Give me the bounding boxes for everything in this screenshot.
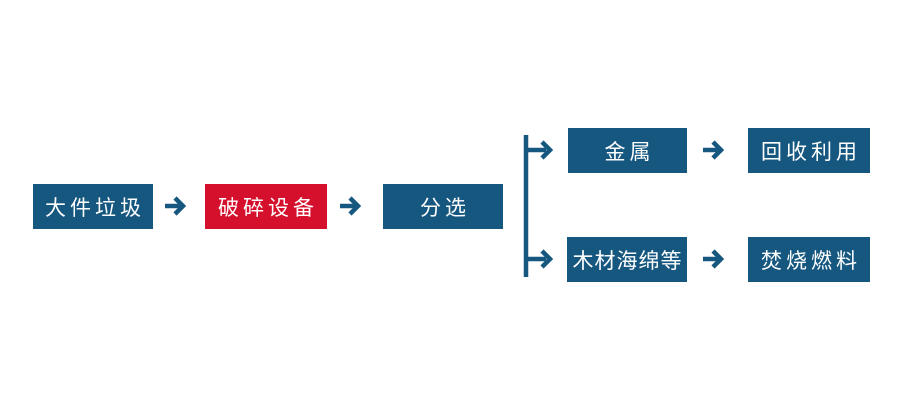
- node-sorting-label: 分选: [420, 196, 470, 220]
- node-crushing-equipment-label: 破碎设备: [218, 196, 318, 220]
- node-incineration-fuel-label: 焚烧燃料: [761, 249, 861, 273]
- node-crushing-equipment: 破碎设备: [205, 184, 327, 229]
- branch-connector: [523, 135, 554, 277]
- right-arrow-icon: [340, 196, 362, 216]
- node-bulky-waste: 大件垃圾: [33, 184, 153, 229]
- right-arrow-icon: [165, 196, 187, 216]
- node-bulky-waste-label: 大件垃圾: [45, 196, 145, 220]
- node-metal: 金属: [568, 128, 687, 173]
- node-recycling: 回收利用: [748, 128, 870, 173]
- node-sorting: 分选: [383, 184, 503, 229]
- right-arrow-icon: [703, 249, 725, 269]
- node-incineration-fuel: 焚烧燃料: [748, 237, 870, 282]
- node-recycling-label: 回收利用: [761, 140, 861, 164]
- node-wood-sponge-label: 木材海绵等: [572, 249, 683, 273]
- right-arrow-icon: [703, 140, 725, 160]
- node-metal-label: 金属: [604, 140, 655, 164]
- node-wood-sponge: 木材海绵等: [567, 237, 687, 282]
